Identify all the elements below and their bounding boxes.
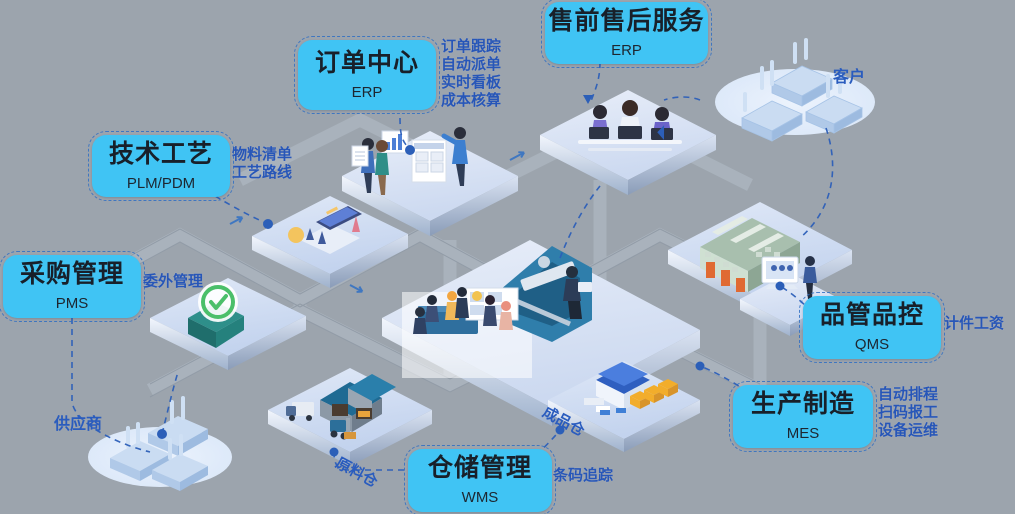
module-subtitle: PLM/PDM	[126, 174, 196, 192]
module-title: 售前售后服务	[548, 6, 705, 35]
platform-finished-goods-warehouse	[548, 361, 700, 452]
finished-goods-illustration	[584, 362, 678, 415]
forklift	[330, 418, 356, 440]
module-subtitle: QMS	[854, 336, 890, 353]
warehouse-illustration	[286, 374, 396, 440]
keyword: 自动派单	[441, 56, 502, 73]
keyword: 委外管理	[143, 273, 204, 290]
module-title: 生产制造	[750, 390, 855, 418]
keyword: 物料清单	[232, 146, 293, 163]
module-card-quality-control[interactable]: 品管品控 QMS	[799, 292, 945, 363]
keywords-purchase-management: 委外管理	[143, 273, 203, 291]
person-pointing	[441, 127, 468, 186]
keywords-technical-process: 物料清单 工艺路线	[232, 146, 292, 182]
planning-board-illustration	[351, 127, 468, 195]
warehouse-check-illustration	[188, 282, 244, 348]
connector-nodes	[157, 145, 785, 457]
connector-order-center	[399, 117, 411, 151]
video-monitor-illustration	[761, 256, 817, 299]
keyword: 扫码报工	[878, 404, 939, 421]
connector-customer-down	[799, 127, 834, 239]
module-card-purchase-management[interactable]: 采购管理 PMS	[0, 251, 145, 322]
map-label-supplier: 供应商	[54, 416, 103, 433]
module-title: 技术工艺	[108, 139, 213, 168]
module-subtitle: ERP	[351, 83, 383, 101]
keyword: 工艺路线	[232, 164, 293, 181]
module-subtitle: ERP	[611, 41, 642, 59]
keywords-order-center: 订单跟踪 自动派单 实时看板 成本核算	[441, 38, 501, 110]
module-subtitle: PMS	[55, 295, 89, 312]
module-card-technical-process[interactable]: 技术工艺 PLM/PDM	[88, 131, 234, 201]
connector-customer	[663, 96, 701, 101]
factory-building-illustration	[700, 216, 800, 292]
module-title: 订单中心	[314, 48, 419, 77]
connector-purchase	[71, 318, 151, 453]
platform-technical-design	[252, 196, 408, 288]
keywords-warehouse-mgmt: 条码追踪	[553, 467, 613, 485]
office-meeting-illustration	[578, 100, 682, 151]
connector-warehouse-up	[519, 429, 561, 471]
module-title: 仓储管理	[427, 454, 532, 482]
keyword: 订单跟踪	[441, 38, 502, 55]
keyword: 实时看板	[441, 74, 502, 91]
keyword: 成本核算	[441, 92, 502, 109]
keyword: 自动排程	[878, 386, 939, 403]
map-label-customer: 客户	[833, 69, 866, 86]
inbound-arrowheads	[583, 95, 665, 140]
platform-quality-badge	[150, 278, 306, 370]
laptop-illustration	[288, 206, 362, 254]
module-subtitle: WMS	[461, 489, 499, 506]
platform-service-office	[540, 90, 716, 195]
delivery-truck	[286, 402, 314, 421]
platform-order-planning	[342, 127, 518, 236]
standing-person	[803, 256, 817, 299]
module-title: 品管品控	[819, 301, 924, 329]
module-card-order-center[interactable]: 订单中心 ERP	[294, 36, 440, 114]
keyword: 计件工资	[944, 315, 1005, 332]
connector-service	[589, 61, 601, 105]
keywords-quality-control: 计件工资	[944, 315, 1004, 333]
connector-supplier-up	[161, 371, 179, 435]
operator-person	[563, 266, 592, 319]
module-card-presale-aftersale[interactable]: 售前售后服务 ERP	[541, 0, 712, 68]
keyword: 设备运维	[878, 422, 939, 439]
keyword: 条码追踪	[553, 467, 614, 484]
module-subtitle: MES	[786, 425, 820, 442]
platform-raw-material-warehouse	[268, 368, 432, 466]
module-card-warehouse-mgmt[interactable]: 仓储管理 WMS	[404, 445, 556, 514]
module-title: 采购管理	[19, 260, 124, 288]
keywords-production-mfg: 自动排程 扫码报工 设备运维	[878, 386, 938, 440]
module-card-production-mfg[interactable]: 生产制造 MES	[729, 381, 877, 452]
shopfloor-team-illustration	[413, 287, 519, 334]
customer-factory-cluster	[741, 38, 863, 142]
